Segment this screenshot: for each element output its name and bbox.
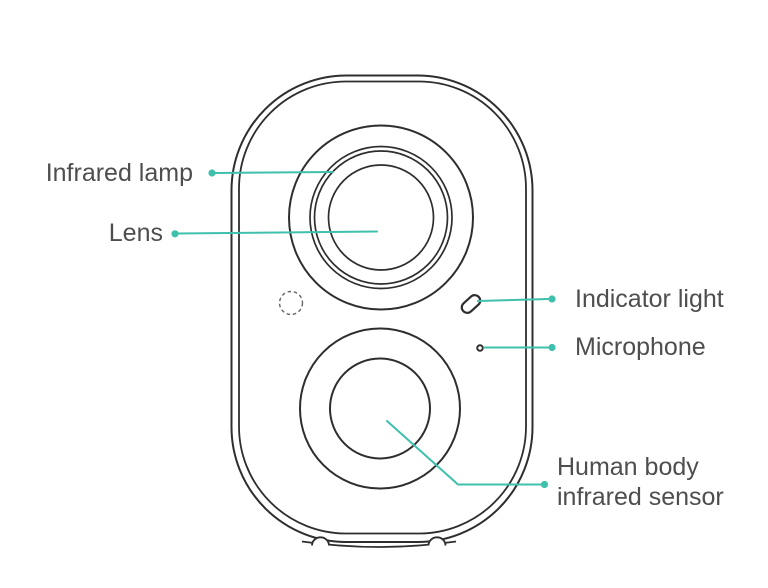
- dot-microphone: [548, 343, 556, 352]
- microphone-hole: [476, 344, 484, 352]
- leader-line-indicator-light: [477, 298, 549, 302]
- callout-leader-lines: [176, 171, 549, 486]
- lens-assembly: [288, 124, 474, 311]
- label-human-body-infrared-sensor: Human body infrared sensor: [557, 452, 724, 512]
- dot-lens: [171, 230, 179, 238]
- camera-body-inner-outline: [238, 80, 527, 535]
- indicator-light-shape: [460, 294, 482, 314]
- leader-line-lens: [176, 230, 378, 235]
- label-lens: Lens: [108, 219, 163, 247]
- callout-dots: [171, 169, 556, 489]
- camera-foot-left: [311, 536, 330, 546]
- infrared-lamp-ring-outer: [309, 145, 453, 290]
- infrared-lamp-ring-inner: [313, 150, 449, 285]
- lens-outer-circle: [288, 124, 474, 311]
- label-human-body-line2: infrared sensor: [557, 483, 724, 511]
- pir-sensor-outer-circle: [299, 327, 461, 490]
- dot-infrared-lamp: [208, 169, 216, 177]
- label-indicator-light: Indicator light: [575, 285, 724, 313]
- dot-indicator-light: [548, 295, 556, 303]
- label-microphone: Microphone: [575, 333, 706, 361]
- dashed-detail-circle: [278, 290, 304, 316]
- label-human-body-line1: Human body: [557, 453, 699, 481]
- leader-line-infrared-lamp: [213, 171, 334, 174]
- dot-pir-sensor: [540, 480, 549, 489]
- leader-line-pir-sensor: [386, 420, 542, 486]
- camera-foot-right: [427, 536, 447, 546]
- pir-sensor-inner-circle: [329, 357, 431, 460]
- label-infrared-lamp: Infrared lamp: [45, 159, 193, 187]
- pir-sensor: [299, 327, 461, 490]
- lens-glass-circle: [327, 164, 435, 271]
